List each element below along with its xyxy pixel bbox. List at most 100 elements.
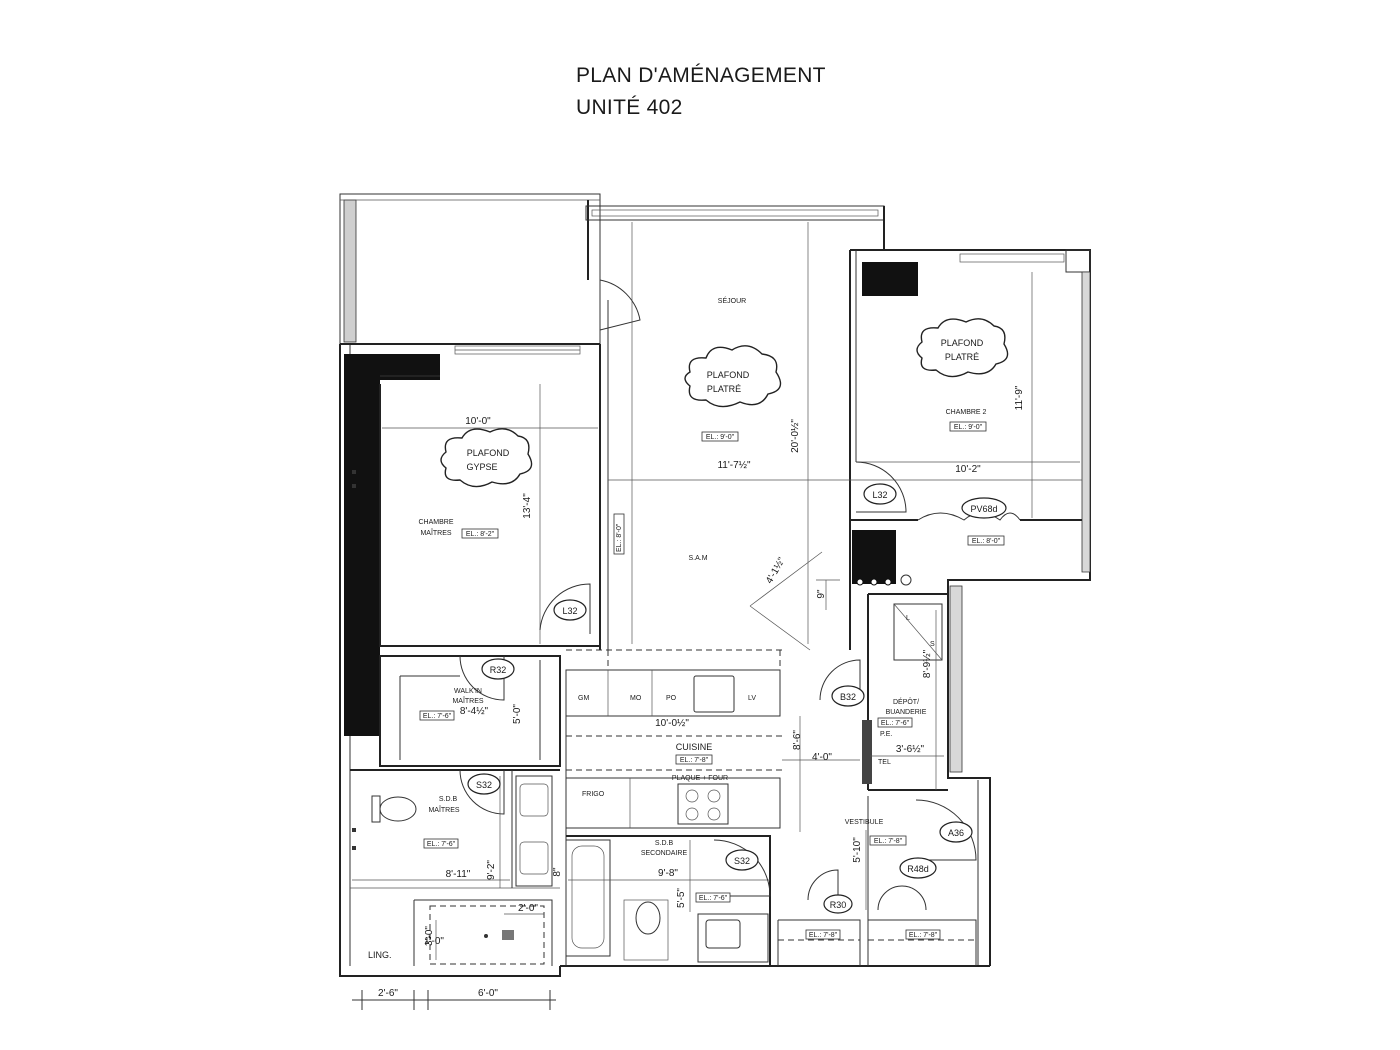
door-closet1: [807, 869, 839, 901]
room-maitres-line2: MAÎTRES: [420, 528, 451, 537]
room-vestibule: VESTIBULE: [845, 819, 884, 826]
dim-sdbm-width: 8'-11": [446, 869, 471, 880]
dim-chambre2-width: 10'-2": [955, 464, 981, 475]
el-pv68d: EL.: 8'-0": [972, 538, 1001, 545]
dim-vestibule-depth: 5'-10": [852, 837, 863, 863]
room-sdbm-line2: MAÎTRES: [428, 805, 459, 814]
el-closet2: EL.: 7'-8": [909, 932, 938, 939]
dim-nine-in: 9": [816, 589, 827, 599]
el-sdbm: EL.: 7'-6": [427, 841, 456, 848]
el-chambre2: EL.: 9'-0": [954, 424, 983, 431]
dimension-lines: [352, 222, 1080, 1010]
label-frigo: FRIGO: [582, 791, 605, 798]
column-vestibule: [852, 530, 896, 584]
room-ling: LING.: [368, 950, 392, 960]
dim-depot-depth: 8'-9½": [922, 649, 933, 678]
room-sejour: SÉJOUR: [718, 296, 746, 305]
dim-sdbs-width: 9'-8": [658, 868, 678, 879]
dimension-texts: 10'-0" 13'-4" 11'-7½" 20'-0½" 10'-2" 11'…: [378, 385, 1025, 999]
el-depot: EL.: 7'-6": [881, 720, 910, 727]
tag-s32-secondaire: S32: [734, 856, 750, 866]
dim-kitchen-width: 10'-0½": [655, 718, 689, 729]
dim-walkin-depth: 5'-0": [512, 704, 523, 724]
room-sam: S.A.M: [688, 555, 707, 562]
dim-walkin-width: 8'-4½": [460, 706, 489, 717]
cab-lv: LV: [748, 695, 756, 702]
el-cuisine: EL.: 7'-8": [680, 757, 709, 764]
tag-r48d: R48d: [907, 864, 929, 874]
tag-b32: B32: [840, 692, 856, 702]
toilet-bowl-maitres: [379, 796, 417, 822]
room-walkin-line1: WALK'IN: [454, 688, 482, 695]
cab-po: PO: [666, 695, 677, 702]
dim-sdbm-depth: 9'-2": [486, 860, 497, 880]
dim-eight-in: 8": [552, 867, 563, 877]
structural-columns: [344, 262, 918, 736]
door-entry: [915, 799, 977, 861]
laundry-l: L: [906, 615, 910, 622]
dim-diagonal: 4'-1½": [764, 555, 788, 585]
room-maitres-line1: CHAMBRE: [418, 519, 453, 526]
dim-sdbs-depth: 5'-5": [676, 888, 687, 908]
room-walkin-line2: MAÎTRES: [452, 696, 483, 705]
cab-mo: MO: [630, 695, 642, 702]
room-sdbs-line2: SECONDAIRE: [641, 850, 688, 857]
ceiling-note-chambre2-line2: PLATRÉ: [945, 352, 979, 362]
tag-s32-maitres: S32: [476, 780, 492, 790]
room-depot-line2: BUANDERIE: [886, 709, 927, 716]
cab-gm: GM: [578, 695, 589, 702]
tag-pv68d: PV68d: [970, 504, 997, 514]
door-chambre2: [855, 461, 907, 513]
door-closet2: [877, 885, 927, 911]
door-walkin: [459, 655, 505, 701]
ceiling-note-sejour-line1: PLAFOND: [707, 370, 750, 380]
tag-r30: R30: [830, 900, 847, 910]
label-pe: P.E.: [880, 731, 892, 738]
ceiling-note-sejour-line2: PLATRÉ: [707, 384, 741, 394]
dim-maitres-depth: 13'-4": [522, 493, 533, 519]
column-left: [344, 354, 440, 736]
laundry-s: S: [930, 641, 935, 648]
fixtures: [371, 795, 514, 940]
el-walkin: EL.: 7'-6": [423, 713, 452, 720]
room-chambre2: CHAMBRE 2: [946, 409, 987, 416]
door-tags: L32 L32 PV68d R32 S32 S32 B32 A36 R48d R…: [467, 483, 1007, 914]
ceiling-note-maitres: PLAFOND GYPSE: [440, 428, 533, 488]
tag-l32-maitres: L32: [562, 606, 577, 616]
el-maitres: EL.: 8'-2": [466, 531, 495, 538]
dim-shower-width: 2'-0": [518, 903, 538, 914]
label-plaque-four: PLAQUE + FOUR: [672, 775, 728, 782]
ceiling-note-maitres-line1: PLAFOND: [467, 448, 510, 458]
el-vestibule: EL.: 7'-8": [874, 838, 903, 845]
elevation-tags: EL.: 9'-0" EL.: 9'-0" EL.: 8'-2" EL.: 8'…: [419, 421, 1005, 940]
door-sdbm: [459, 769, 505, 815]
interior-walls: [350, 250, 1082, 966]
dim-four-ft: 4'-0": [812, 752, 832, 763]
plan-title: PLAN D'AMÉNAGEMENT: [576, 64, 826, 87]
el-sam: EL.: 8'-0": [616, 523, 623, 552]
exterior-walls: [339, 200, 1091, 977]
dim-kitchen-depth: 8'-6": [792, 730, 803, 750]
dim-bottom-1: 2'-6": [378, 988, 398, 999]
room-sdbm-line1: S.D.B: [439, 796, 458, 803]
column-chambre2: [862, 262, 918, 296]
toilet-tank-maitres: [371, 795, 381, 823]
door-maitres: [539, 583, 591, 634]
dim-sejour-width: 11'-7½": [717, 460, 751, 471]
el-sejour: EL.: 9'-0": [706, 434, 735, 441]
tag-r32: R32: [490, 665, 507, 675]
room-sdbs-line1: S.D.B: [655, 840, 674, 847]
room-labels: SÉJOUR CHAMBRE 2 CHAMBRE MAÎTRES S.A.M W…: [368, 296, 987, 960]
unit-number: UNITÉ 402: [576, 96, 683, 119]
ceiling-note-sejour: PLAFOND PLATRÉ: [684, 345, 782, 408]
dim-depot-width: 3'-6½": [896, 744, 925, 755]
label-tel: TEL: [878, 759, 891, 766]
dim-bottom-2: 6'-0": [478, 988, 498, 999]
balcony: [339, 193, 601, 345]
door-depot: [819, 659, 861, 701]
dim-maitres-width: 10'-0": [465, 416, 491, 427]
ceiling-note-chambre2-line1: PLAFOND: [941, 338, 984, 348]
shower-drain: [502, 930, 514, 940]
